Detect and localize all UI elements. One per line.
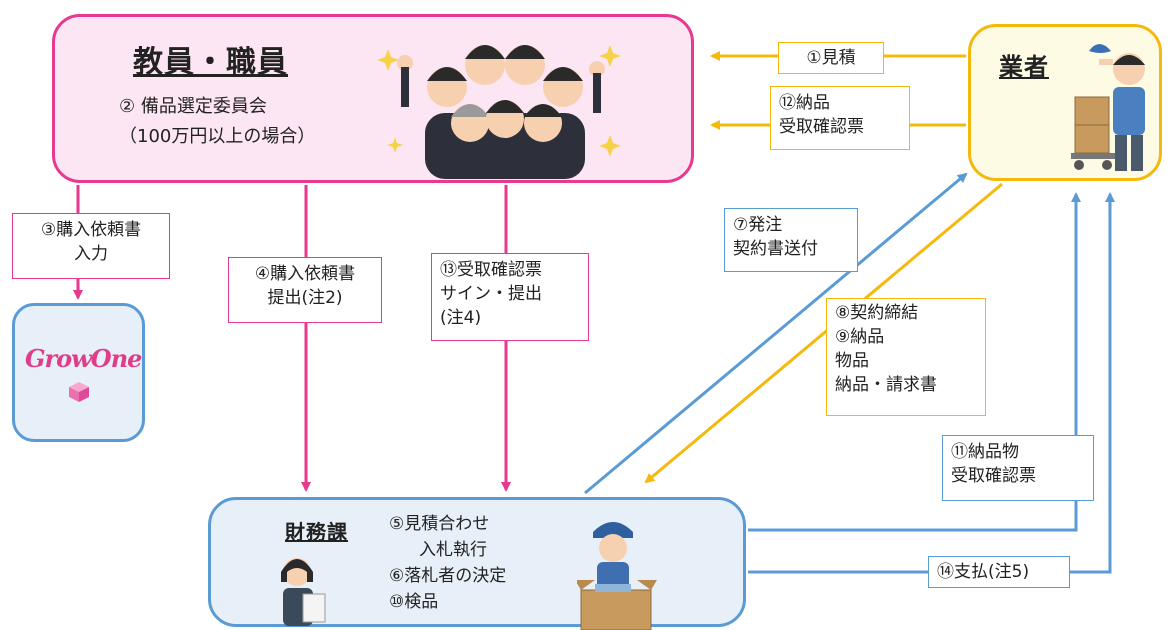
staff-node: 教員・職員 ② 備品選定委員会 （100万円以上の場合）	[52, 14, 694, 183]
arrow-delivered-goods	[748, 192, 1081, 532]
staff-group-illustration	[377, 45, 621, 179]
inspector-illustration	[577, 522, 657, 630]
finance-node: 財務課 ⑤見積合わせ 入札執行 ⑥落札者の決定 ⑩検品	[208, 497, 746, 630]
vendor-node: 業者	[968, 24, 1162, 181]
delivery-worker-illustration	[1071, 44, 1145, 171]
label-delivery-receipt: ⑫納品 受取確認票	[770, 86, 910, 150]
staff-title: 教員・職員	[133, 45, 288, 80]
label-purchase-submit: ④購入依頼書 提出(注2)	[228, 257, 382, 323]
arrow-order	[584, 172, 968, 495]
arrow-contract	[644, 182, 1003, 484]
finance-step-bidding: 入札執行	[419, 540, 487, 560]
label-receipt-sign: ⑬受取確認票 サイン・提出 (注4)	[431, 253, 589, 341]
clerk-illustration	[281, 558, 326, 626]
committee-note: ② 備品選定委員会	[119, 96, 267, 117]
finance-step-winner: ⑥落札者の決定	[389, 566, 507, 586]
growone-node: GrowOne	[12, 303, 145, 442]
vendor-title: 業者	[999, 53, 1049, 81]
growone-cube-icon	[69, 382, 89, 402]
growone-logo: GrowOne	[25, 344, 142, 373]
label-order: ⑦発注 契約書送付	[724, 208, 858, 272]
label-contract: ⑧契約締結 ⑨納品 物品 納品・請求書	[826, 298, 986, 416]
finance-step-estimate: ⑤見積合わせ	[389, 514, 490, 534]
committee-condition: （100万円以上の場合）	[119, 126, 316, 147]
arrow-payment	[748, 192, 1115, 574]
finance-step-inspection: ⑩検品	[389, 592, 439, 612]
finance-title: 財務課	[285, 520, 348, 544]
label-estimate: ①見積	[778, 42, 884, 74]
label-delivered-goods: ⑪納品物 受取確認票	[942, 435, 1094, 501]
label-purchase-input: ③購入依頼書 入力	[12, 213, 170, 279]
label-payment: ⑭支払(注5)	[928, 556, 1070, 588]
